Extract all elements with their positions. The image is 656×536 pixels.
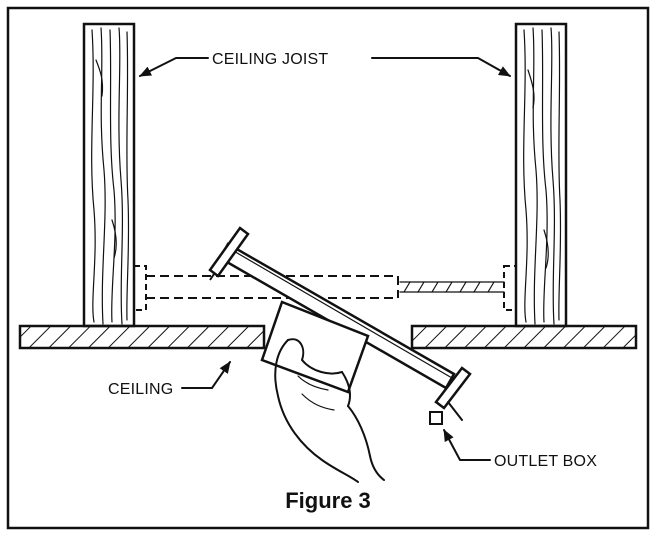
figure-frame	[6, 6, 650, 530]
left-joist-icon	[82, 22, 136, 328]
outlet-box-icon	[429, 411, 443, 425]
ceiling-left	[18, 324, 266, 350]
label-outlet-box: OUTLET BOX	[494, 453, 597, 470]
figure-caption: Figure 3	[285, 488, 371, 513]
ceiling-right	[410, 324, 638, 350]
label-ceiling: CEILING	[108, 381, 173, 398]
hand-icon	[260, 300, 385, 483]
label-ceiling-joist: CEILING JOIST	[212, 51, 328, 68]
hanger-bar-icon	[208, 226, 472, 421]
leader-lines	[139, 57, 511, 461]
right-joist-icon	[514, 22, 568, 328]
